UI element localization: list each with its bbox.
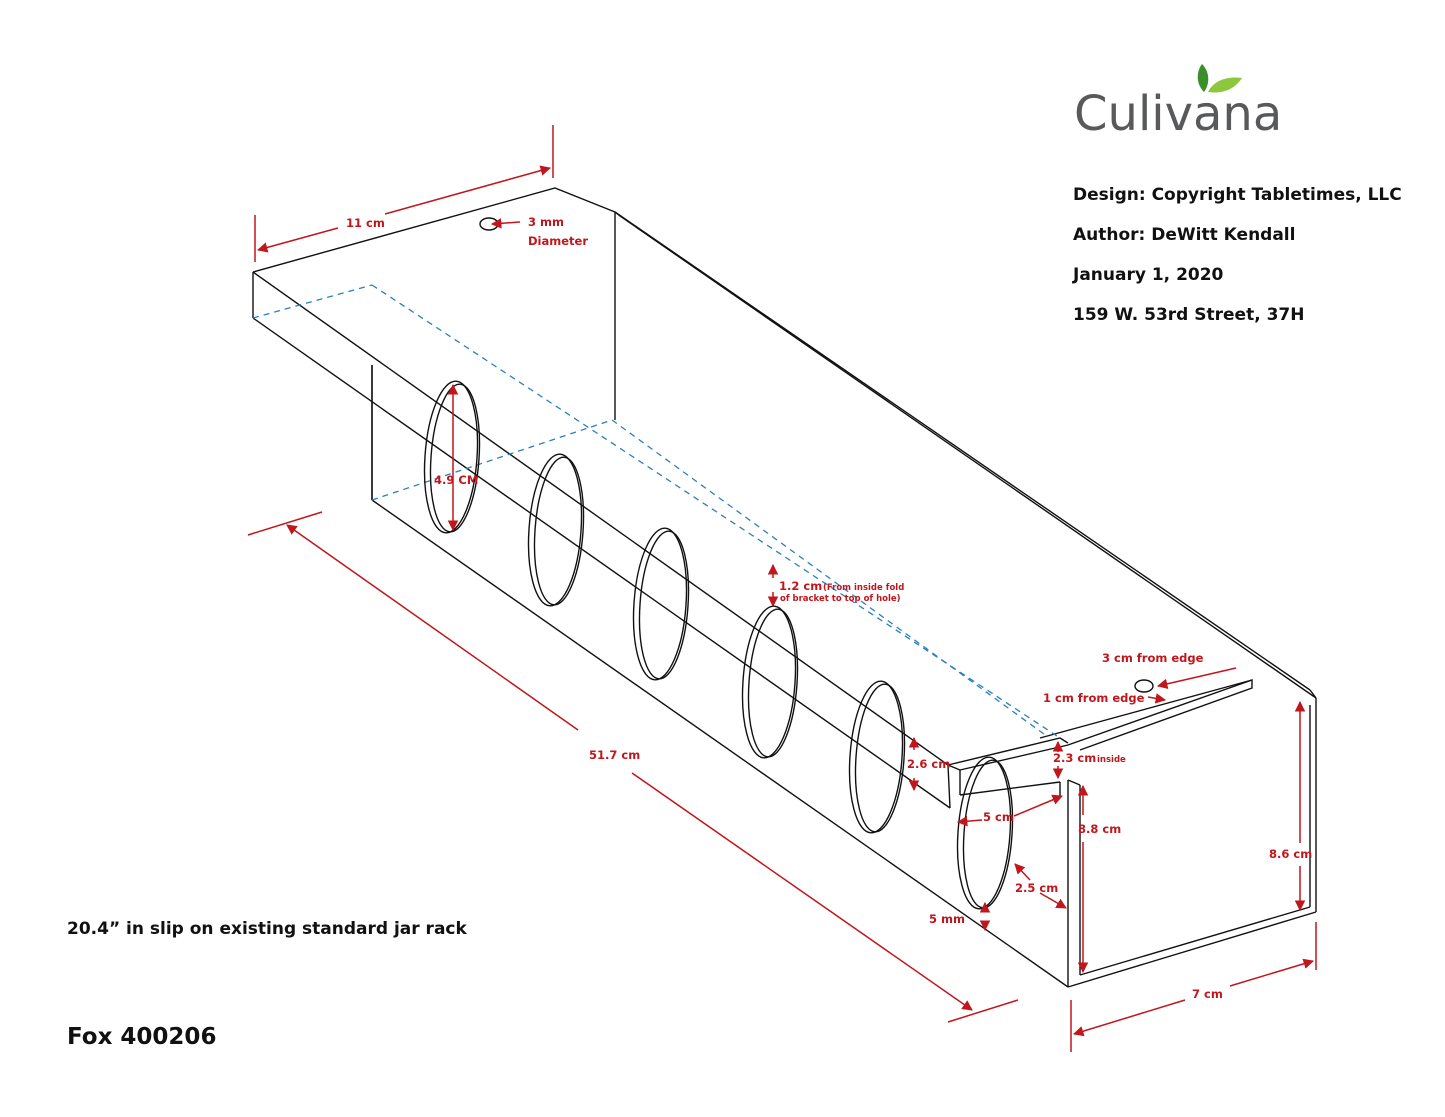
culivana-logo: Culivana	[1074, 64, 1282, 142]
dim-hole-offset: 2.5 cm	[1015, 881, 1058, 895]
jar-holes	[423, 217, 1154, 910]
dim-lip-height: 2.6 cm	[907, 757, 950, 771]
dim-inside-sub: inside	[1097, 755, 1126, 765]
logo-text: Culivana	[1074, 86, 1282, 142]
dim-fold-gap: 1.2 cm	[779, 579, 822, 593]
info-design: Design: Copyright Tabletimes, LLC	[1073, 185, 1402, 205]
dim-hole-bottom: 5 mm	[929, 912, 965, 926]
dim-hole-width: 5 cm	[983, 810, 1014, 824]
dim-depth: 7 cm	[1192, 987, 1223, 1001]
info-date: January 1, 2020	[1073, 265, 1224, 285]
dim-edge-1cm: 1 cm from edge	[1043, 691, 1145, 705]
dimension-lines	[247, 125, 1317, 1052]
info-author: Author: DeWitt Kendall	[1073, 225, 1296, 245]
dim-width-top: 11 cm	[346, 216, 385, 230]
leaf-icon	[1197, 64, 1242, 93]
dim-hole-top: 3 mm	[528, 215, 564, 229]
bracket-outline	[252, 187, 1317, 988]
dim-fold-note-2: of bracket to top of hole)	[780, 594, 901, 604]
info-address: 159 W. 53rd Street, 37H	[1073, 305, 1305, 325]
part-number: Fox 400206	[67, 1024, 217, 1050]
dim-edge-3cm: 3 cm from edge	[1102, 651, 1204, 665]
dim-hole-top-sub: Diameter	[528, 234, 588, 248]
dim-length: 51.7 cm	[589, 748, 640, 762]
dim-fold-note-1: (From inside fold	[823, 583, 904, 593]
dim-height-outer: 8.6 cm	[1269, 847, 1312, 861]
hidden-lines	[252, 284, 1061, 739]
slip-note: 20.4” in slip on existing standard jar r…	[67, 919, 467, 939]
dim-hole-height: 4.9 CM	[434, 473, 478, 487]
dim-height-inner: 8.8 cm	[1078, 822, 1121, 836]
dim-inside: 2.3 cm	[1053, 751, 1096, 765]
